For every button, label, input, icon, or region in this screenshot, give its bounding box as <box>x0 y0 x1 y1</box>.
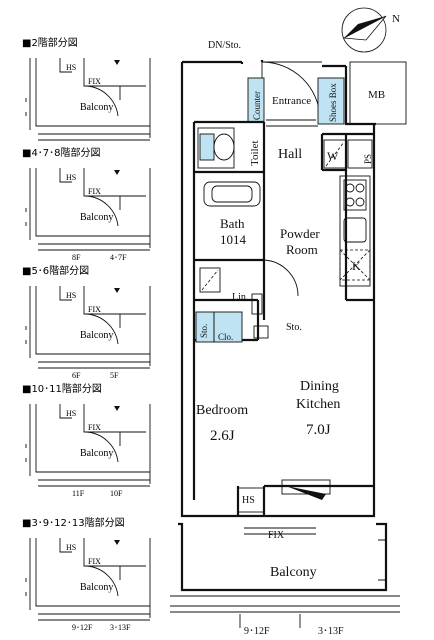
side-plan-5: ■3･9･12･13階部分図 HS FIX Balcony 9･12F 3･13F <box>22 516 151 632</box>
side-plan-hs: HS <box>66 173 76 182</box>
label-sto-1: Sto. <box>199 324 209 338</box>
label-dining: Dining <box>300 379 339 394</box>
side-plan-note: 9･12F <box>72 623 93 632</box>
stove-icon <box>343 179 367 211</box>
label-entrance: Entrance <box>272 95 311 107</box>
side-plans: ■2階部分図 HS FIX Balcony ■4･7･8階部分図 HS FIX Balcony… <box>22 36 151 632</box>
side-plan-title: ■3･9･12･13階部分図 <box>22 516 125 529</box>
kitchen-counter <box>339 175 371 287</box>
side-plan-note: 11F <box>72 489 85 498</box>
label-floor-note-2: 3･13F <box>318 626 344 637</box>
side-plan-balcony: Balcony <box>80 212 113 223</box>
side-plan-hs: HS <box>66 291 76 300</box>
side-plan-title: ■5･6階部分図 <box>22 264 89 277</box>
closet-cabinet <box>213 311 243 343</box>
label-toilet: Toilet <box>249 140 261 166</box>
side-plan-fix: FIX <box>88 557 101 566</box>
label-hs: HS <box>242 495 255 506</box>
side-plan-note: 6F <box>72 371 81 380</box>
refrigerator <box>339 249 371 281</box>
side-plan-fix: FIX <box>88 305 101 314</box>
side-plan-hs: HS <box>66 409 76 418</box>
label-mb: MB <box>368 89 385 101</box>
side-plan-note: 8F <box>72 253 81 262</box>
mb-box <box>349 61 407 125</box>
side-plan-balcony: Balcony <box>80 330 113 341</box>
label-counter: Counter <box>252 91 262 120</box>
label-lin: Lin. <box>232 292 248 303</box>
label-powder-room-2: Room <box>286 242 318 257</box>
label-balcony: Balcony <box>270 565 317 580</box>
label-powder-room-1: Powder <box>280 226 320 241</box>
side-plan-title: ■4･7･8階部分図 <box>22 146 101 159</box>
label-bath: Bath <box>220 216 245 231</box>
label-kitchen: Kitchen <box>296 397 340 412</box>
main-floor-plan <box>170 60 407 628</box>
label-w: W <box>327 149 339 163</box>
side-plan-2: ■4･7･8階部分図 HS FIX Balcony 8F 4･7F <box>22 146 151 262</box>
side-plan-fix: FIX <box>88 187 101 196</box>
side-plan-fix: FIX <box>88 77 101 86</box>
label-clo: Clo. <box>218 332 233 342</box>
compass-icon: N <box>341 7 400 53</box>
side-plan-1: ■2階部分図 HS FIX Balcony <box>22 36 151 141</box>
label-dn-sto: DN/Sto. <box>208 40 241 51</box>
side-plan-note: 5F <box>110 371 119 380</box>
label-hall: Hall <box>278 147 302 162</box>
label-k: K <box>352 259 361 273</box>
label-bedroom-size: 2.6J <box>210 428 235 444</box>
side-plan-note: 4･7F <box>110 253 127 262</box>
sink-icon <box>343 217 367 243</box>
label-bedroom: Bedroom <box>196 403 248 418</box>
label-dining-size: 7.0J <box>306 422 331 438</box>
compass-north-label: N <box>392 13 400 25</box>
label-floor-note-1: 9･12F <box>244 626 270 637</box>
side-plan-balcony: Balcony <box>80 448 113 459</box>
side-plan-title: ■10･11階部分図 <box>22 382 102 395</box>
side-plan-4: ■10･11階部分図 HS FIX Balcony 11F 10F <box>22 382 151 498</box>
label-bath-size: 1014 <box>220 232 247 247</box>
side-plan-balcony: Balcony <box>80 102 113 113</box>
side-plan-hs: HS <box>66 543 76 552</box>
bathtub <box>203 181 261 207</box>
label-fix: FIX <box>268 530 285 541</box>
side-plan-hs: HS <box>66 63 76 72</box>
side-plan-3: ■5･6階部分図 HS FIX Balcony 6F 5F <box>22 264 151 380</box>
side-plan-note: 10F <box>110 489 123 498</box>
label-sto-2: Sto. <box>286 322 302 333</box>
side-plan-note: 3･13F <box>110 623 131 632</box>
side-plan-title: ■2階部分図 <box>22 36 78 49</box>
side-plan-fix: FIX <box>88 423 101 432</box>
shoes-box-cabinet <box>317 77 345 125</box>
label-ps: PS <box>363 154 373 164</box>
label-shoes-box: Shoes Box <box>328 83 338 122</box>
side-plan-balcony: Balcony <box>80 582 113 593</box>
